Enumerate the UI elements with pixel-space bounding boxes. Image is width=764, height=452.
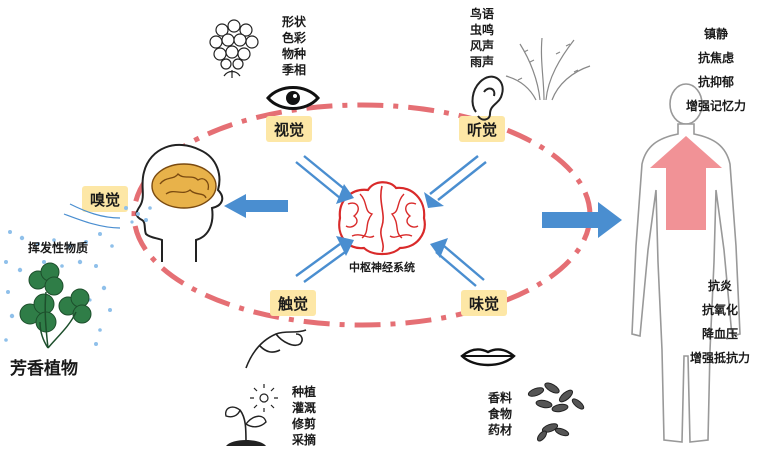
svg-text:季相: 季相 [281,62,306,77]
svg-text:药材: 药材 [488,422,512,437]
svg-text:风声: 风声 [470,38,494,53]
svg-text:抗抑郁: 抗抑郁 [698,74,734,89]
eye-icon [268,88,318,109]
label-vision: 视觉 [266,116,312,142]
svg-text:物种: 物种 [282,46,306,61]
svg-text:味觉: 味觉 [469,295,499,313]
svg-text:抗氧化: 抗氧化 [702,302,738,317]
svg-text:修剪: 修剪 [291,416,316,431]
effects-top: 镇静 抗焦虑 抗抑郁 增强记忆力 [686,26,746,113]
svg-text:食物: 食物 [487,406,512,421]
arrow-center-to-smell [224,194,288,218]
head-icon [137,145,223,262]
vision-notes: 形状 色彩 物种 季相 [281,14,307,77]
label-taste: 味觉 [461,290,507,316]
grass-icon [506,38,590,100]
svg-text:虫鸣: 虫鸣 [470,22,494,37]
svg-text:雨声: 雨声 [470,54,494,69]
svg-text:增强记忆力: 增强记忆力 [686,98,746,113]
ear-icon [473,77,503,120]
seedling-icon [226,407,266,446]
svg-text:采摘: 采摘 [291,432,316,447]
arrow-hearing-to-center [424,156,486,208]
volatile-dots [4,206,152,346]
svg-text:触觉: 触觉 [278,295,308,313]
center-label: 中枢神经系统 [349,260,415,274]
svg-text:嗅觉: 嗅觉 [90,191,120,209]
arrow-vision-to-center [296,156,354,204]
svg-text:增强抵抗力: 增强抵抗力 [690,350,750,365]
volatile-label: 挥发性物质 [28,240,88,255]
svg-text:视觉: 视觉 [274,121,304,139]
hand-icon [246,330,306,368]
hydrangea-icon [210,20,258,78]
arrow-to-body [542,202,622,238]
svg-text:色彩: 色彩 [282,30,306,45]
plants-label: 芳香植物 [10,358,78,379]
svg-text:香料: 香料 [487,390,512,405]
arrow-taste-to-center [430,238,484,286]
sun-icon [250,384,278,412]
svg-text:鸟语: 鸟语 [470,6,494,21]
label-touch: 触觉 [270,290,316,316]
arrow-touch-to-center [296,236,354,282]
svg-text:降血压: 降血压 [702,326,738,341]
svg-text:抗炎: 抗炎 [708,278,732,293]
svg-text:形状: 形状 [282,14,307,29]
taste-notes: 香料 食物 药材 [487,390,512,437]
touch-notes: 种植 灌溉 修剪 采摘 [291,384,316,447]
lips-icon [462,350,514,366]
clover-plant-icon [20,263,91,348]
svg-text:种植: 种植 [291,384,316,399]
hearing-notes: 鸟语 虫鸣 风声 雨声 [470,6,494,69]
spice-seeds-icon [527,381,585,443]
svg-text:抗焦虑: 抗焦虑 [698,50,734,65]
svg-text:听觉: 听觉 [467,121,497,139]
svg-text:镇静: 镇静 [704,26,728,41]
svg-text:灌溉: 灌溉 [291,400,316,415]
label-smell: 嗅觉 [82,186,128,212]
